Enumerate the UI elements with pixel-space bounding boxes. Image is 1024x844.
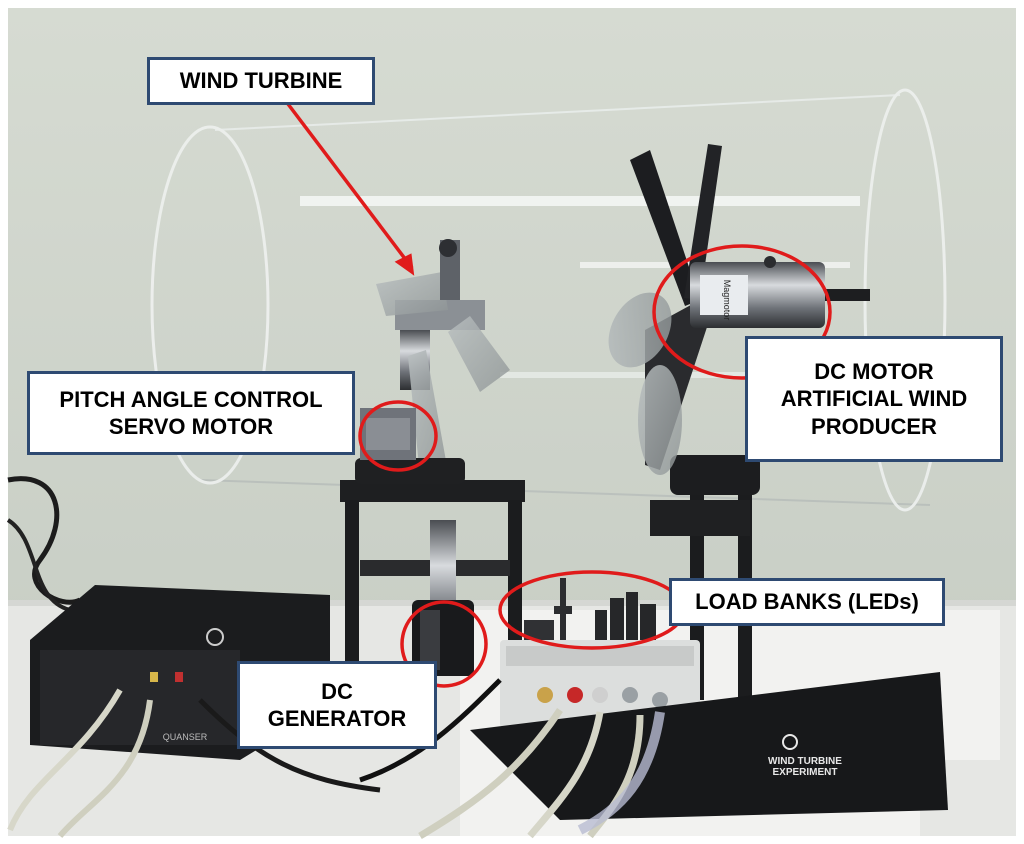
wind-turbine-arrow <box>286 102 414 270</box>
motor-brand-text: Magmotor <box>722 280 732 321</box>
pitch-servo-label: PITCH ANGLE CONTROL SERVO MOTOR <box>27 371 355 455</box>
dc-generator-label: DC GENERATOR <box>237 661 437 749</box>
amplifier-brand-text: QUANSER <box>163 732 208 742</box>
pitch-servo-circle <box>358 400 438 472</box>
arrow-head <box>394 253 415 276</box>
wind-turbine-label: WIND TURBINE <box>147 57 375 105</box>
dc-motor-circle <box>652 244 832 380</box>
fan-tower: Magmotor <box>608 144 870 700</box>
load-banks-label: LOAD BANKS (LEDs) <box>669 578 945 626</box>
pitch-servo <box>360 408 416 460</box>
dc-motor-label: DC MOTOR ARTIFICIAL WIND PRODUCER <box>745 336 1003 462</box>
dc-generator <box>412 600 474 676</box>
cables <box>7 678 665 840</box>
dc-generator-circle <box>400 600 488 688</box>
control-panel <box>500 640 700 728</box>
